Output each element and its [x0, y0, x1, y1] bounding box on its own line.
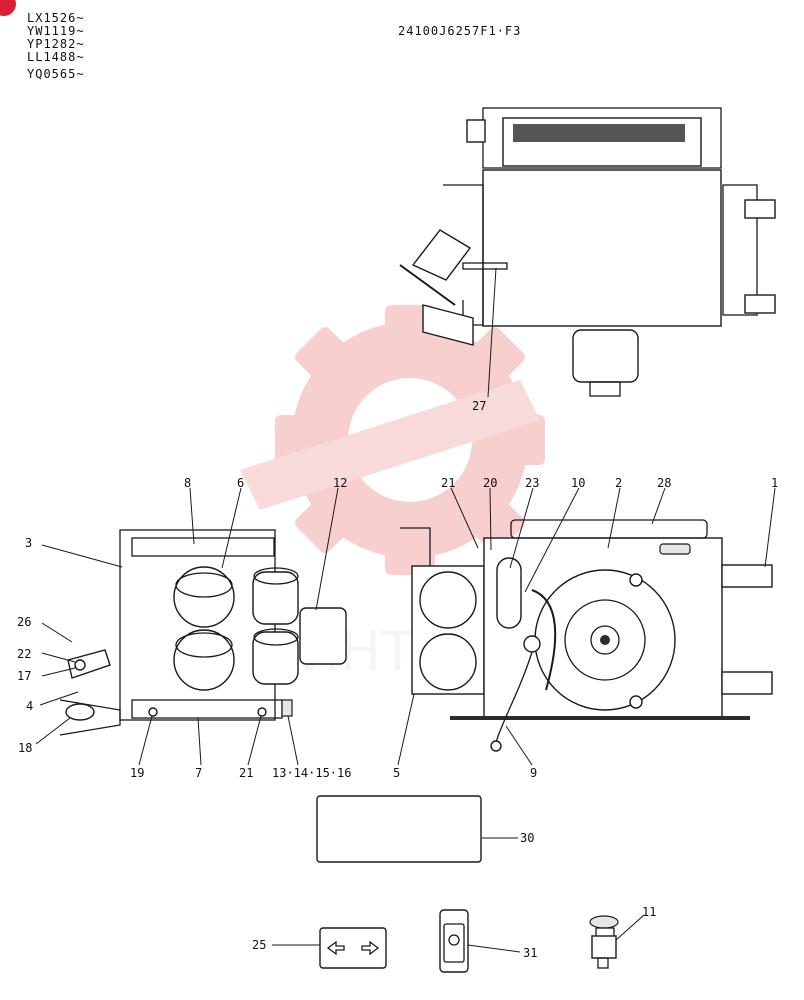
- watermark-swoosh: [240, 380, 540, 510]
- callout-5: 5: [393, 766, 400, 780]
- mount-screw-21: [257, 707, 267, 717]
- hinge-clip: [466, 119, 486, 143]
- callout-21-left: 21: [239, 766, 253, 780]
- callout-23: 23: [525, 476, 539, 490]
- duct-outlet-lower-left: [173, 629, 235, 691]
- callout-1: 1: [771, 476, 778, 490]
- callout-9: 9: [530, 766, 537, 780]
- inlet-pipe: [721, 564, 773, 588]
- fastener-set: [281, 699, 293, 717]
- leader-lines: [35, 267, 776, 953]
- duct-outlet-upper-left: [173, 566, 235, 628]
- lower-hose-pipe: [744, 294, 776, 314]
- callout-20: 20: [483, 476, 497, 490]
- callout-4: 4: [26, 699, 33, 713]
- callout-19: 19: [130, 766, 144, 780]
- blower-motor: [572, 329, 639, 383]
- mount-screw-19: [148, 707, 158, 717]
- callout-27: 27: [472, 399, 486, 413]
- callout-6: 6: [237, 476, 244, 490]
- callout-labels: 27 8 6 12 3 26 22 17 4 18 19 7 21 13·14·…: [17, 399, 778, 960]
- serial-range: YW1119~: [27, 24, 85, 38]
- callout-7: 7: [195, 766, 202, 780]
- heater-unit-front-view: [399, 107, 776, 397]
- callout-10: 10: [571, 476, 585, 490]
- base-plate: [450, 716, 750, 720]
- ground-terminal: [490, 740, 502, 752]
- callout-26: 26: [17, 615, 31, 629]
- mesh-grille: [513, 124, 685, 142]
- right-mounting-plate: [722, 184, 758, 316]
- lever-pivot: [74, 659, 86, 671]
- serial-range: YP1282~: [27, 37, 85, 51]
- relay-switch-11: [589, 915, 619, 969]
- label-plate: [659, 543, 691, 555]
- upper-hose-pipe: [744, 199, 776, 219]
- callout-30: 30: [520, 831, 534, 845]
- callout-11: 11: [642, 905, 656, 919]
- wire-harness: [531, 589, 557, 691]
- grommet: [523, 635, 541, 653]
- switch-bracket: [496, 557, 522, 629]
- corner-badge: [0, 0, 16, 16]
- fan-bolt-top: [629, 573, 643, 587]
- callout-25: 25: [252, 938, 266, 952]
- blower-fan-ring: [564, 599, 646, 681]
- heater-unit-rear-view: [400, 519, 773, 752]
- switch-plate-25: [319, 927, 387, 969]
- cable-lever: [67, 649, 111, 679]
- drawing-code: 24100J6257F1·F3: [398, 24, 522, 38]
- side-frame: [119, 529, 276, 721]
- switch-knob-31: [439, 909, 469, 973]
- callout-22: 22: [17, 647, 31, 661]
- watermark-logo: ИНТЕХ: [240, 305, 545, 683]
- outlet-pipe: [721, 671, 773, 695]
- heater-unit-side-view: [59, 529, 347, 736]
- ground-wire: [495, 651, 533, 743]
- callout-13-16: 13·14·15·16: [272, 766, 351, 780]
- damper-link-rod: [399, 264, 456, 306]
- serial-range: LX1526~: [27, 11, 85, 25]
- top-handle: [510, 519, 708, 539]
- fan-bolt-bottom: [629, 695, 643, 709]
- upper-rail: [131, 537, 275, 557]
- callout-3: 3: [25, 536, 32, 550]
- damper-flap-lower: [422, 304, 474, 346]
- outlet-upper: [419, 571, 477, 629]
- mounting-arm: [59, 699, 121, 736]
- blower-fan-hub: [590, 625, 620, 655]
- serial-range: LL1488~: [27, 50, 85, 64]
- duct-outlet-lower-right: [252, 628, 299, 685]
- cable-clamp: [462, 262, 508, 270]
- callout-12: 12: [333, 476, 347, 490]
- outlet-lower: [419, 633, 477, 691]
- callout-31: 31: [523, 946, 537, 960]
- damper-flap-upper: [411, 229, 472, 281]
- mounting-tab: [400, 527, 431, 566]
- motor-end-cap: [589, 381, 621, 397]
- blower-fan-axle: [600, 635, 610, 645]
- callout-8: 8: [184, 476, 191, 490]
- instruction-label-30: [316, 795, 482, 863]
- hook-end: [65, 703, 95, 721]
- duct-outlet-upper-right: [252, 567, 299, 625]
- callout-18: 18: [18, 741, 32, 755]
- callout-28: 28: [657, 476, 671, 490]
- side-blower-motor: [299, 607, 347, 665]
- serial-range: YQ0565~: [27, 67, 85, 81]
- callout-21-right: 21: [441, 476, 455, 490]
- callout-2: 2: [615, 476, 622, 490]
- heater-core-housing: [482, 169, 722, 327]
- callout-17: 17: [17, 669, 31, 683]
